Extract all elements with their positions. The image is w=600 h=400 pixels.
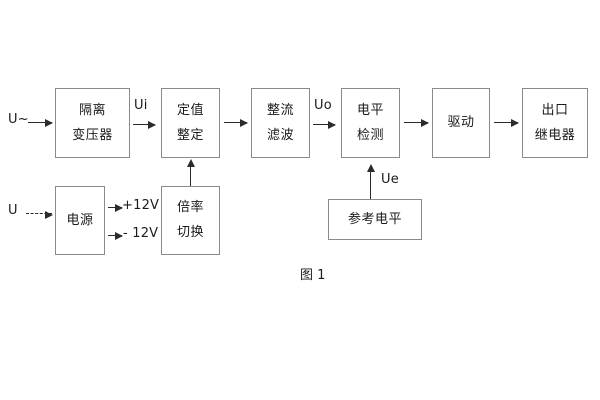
block-setting-value: 定值 整定 xyxy=(161,88,220,158)
block-rectify-filter-line-1: 整流 xyxy=(266,102,294,118)
arrow-input-ac-to-isolation-transformer xyxy=(28,118,53,127)
block-output-relay-line-2: 继电器 xyxy=(534,127,576,143)
signal-label-ui: Ui xyxy=(134,98,148,113)
block-level-detection-line-1: 电平 xyxy=(356,102,384,118)
block-rectify-filter: 整流 滤波 xyxy=(251,88,310,158)
arrow-rectify-filter-to-level-detection xyxy=(313,120,336,129)
block-drive-line-1: 驱动 xyxy=(447,115,475,131)
arrow-isolation-transformer-to-setting-value xyxy=(133,120,156,129)
figure-caption: 图 1 xyxy=(300,268,326,283)
arrow-input-dc-to-power-supply xyxy=(26,210,53,219)
block-level-detection: 电平 检测 xyxy=(341,88,400,158)
block-isolation-transformer: 隔离 变压器 xyxy=(55,88,130,158)
block-multiplier-switch-line-2: 切换 xyxy=(176,225,204,240)
block-drive: 驱动 xyxy=(432,88,490,158)
block-multiplier-switch-line-1: 倍率 xyxy=(176,200,204,216)
supply-label-negative: - 12V xyxy=(123,226,159,241)
block-power-supply: 电源 xyxy=(55,186,105,255)
arrow-power-supply-positive xyxy=(108,203,123,212)
block-setting-value-line-1: 定值 xyxy=(176,102,204,118)
arrow-level-detection-to-drive xyxy=(404,118,429,127)
block-level-detection-line-2: 检测 xyxy=(356,127,384,143)
signal-label-ue: Ue xyxy=(381,172,399,187)
block-multiplier-switch: 倍率 切换 xyxy=(161,186,220,255)
block-isolation-transformer-line-2: 变压器 xyxy=(72,127,113,143)
block-output-relay-line-1: 出口 xyxy=(541,102,569,118)
arrow-setting-value-to-rectify-filter xyxy=(224,118,248,127)
arrow-drive-to-output-relay xyxy=(494,118,519,127)
arrow-power-supply-negative xyxy=(108,231,123,240)
block-setting-value-line-2: 整定 xyxy=(176,127,204,143)
block-output-relay: 出口 继电器 xyxy=(522,88,588,158)
block-rectify-filter-line-2: 滤波 xyxy=(266,127,294,143)
arrow-multiplier-switch-to-setting-value xyxy=(186,159,195,186)
block-reference-level-line-1: 参考电平 xyxy=(347,211,402,227)
supply-label-positive: +12V xyxy=(122,198,160,213)
input-label-ac: U~ xyxy=(8,112,29,127)
input-label-dc: U xyxy=(8,203,18,218)
signal-label-uo: Uo xyxy=(314,98,332,113)
arrow-reference-level-to-level-detection xyxy=(366,164,375,199)
block-power-supply-line-1: 电源 xyxy=(66,212,94,228)
block-isolation-transformer-line-1: 隔离 xyxy=(78,102,106,118)
block-reference-level: 参考电平 xyxy=(328,199,422,240)
